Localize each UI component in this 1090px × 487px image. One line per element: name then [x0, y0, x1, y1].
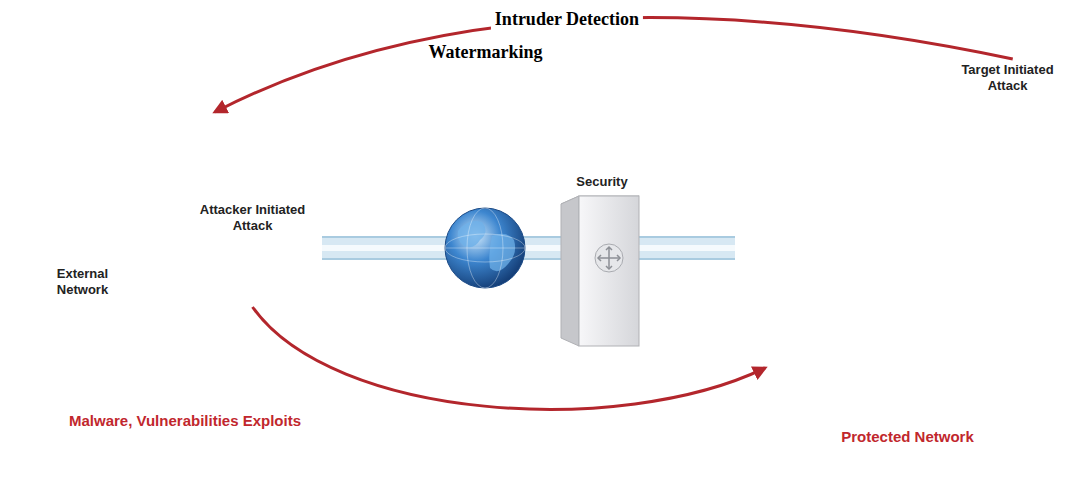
protected-cloud: [690, 52, 1088, 397]
edge-label: Intruder Detection: [491, 9, 643, 31]
attack-arrow: [215, 18, 1013, 112]
attack-arrow: [253, 307, 766, 409]
label-holder: Malware, Vulnerabilities Exploits: [40, 412, 330, 431]
attacker-figure: [141, 164, 195, 226]
caption-label: Malware, Vulnerabilities Exploits: [40, 412, 330, 431]
database-icon: [752, 86, 788, 136]
label-holder: Intruder Detection: [491, 9, 643, 31]
node-label: Watermarking: [418, 42, 553, 64]
globe-icon: [418, 36, 553, 291]
user-computer: [930, 297, 1012, 358]
attacker-figure: [200, 251, 244, 306]
server-tower: [770, 265, 835, 378]
node-label: External Network: [40, 266, 125, 297]
globe-node: Watermarking: [418, 36, 553, 291]
laptop-icon: [32, 150, 100, 193]
node-label: Target Initiated Attack: [955, 62, 1060, 93]
security-node: Security: [557, 170, 647, 350]
node-label: Protected Network: [730, 428, 1085, 447]
network-cloud: Protected Network Target Initiated Attack: [690, 52, 1088, 457]
server-tower: [165, 100, 230, 215]
node-label: Security: [557, 174, 647, 190]
security-appliance: [557, 170, 647, 350]
laptop-icon: [235, 258, 287, 290]
target-group: Target Initiated Attack: [955, 62, 1060, 102]
network-cloud: External Network Attacker Initiated Attac…: [0, 80, 352, 385]
attacker-group: Attacker Initiated Attack: [195, 200, 310, 307]
external-cloud: [0, 80, 352, 385]
user-computer: [930, 134, 1012, 195]
node-label: Attacker Initiated Attack: [195, 202, 310, 233]
